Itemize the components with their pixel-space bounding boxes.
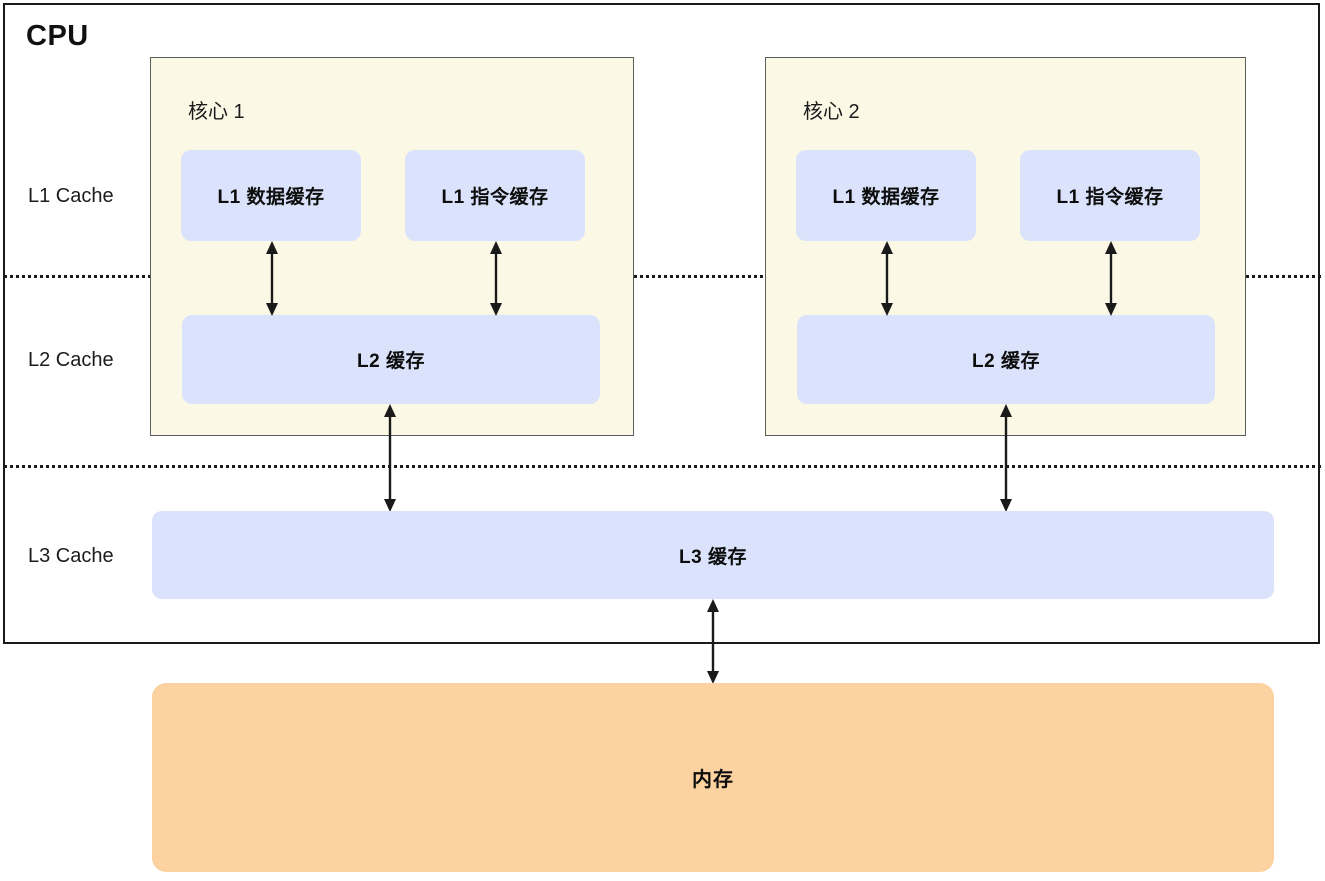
memory-block[interactable]: 内存: [152, 683, 1274, 872]
l3-cache-label: L3 缓存: [679, 546, 747, 568]
l2-l3-divider: [4, 465, 1321, 468]
core-1-l1-data-cache-label: L1 数据缓存: [217, 187, 325, 208]
tier-label-l3: L3 Cache: [28, 545, 114, 567]
core-2-l1-data-cache-label: L1 数据缓存: [832, 187, 940, 208]
tier-label-l2: L2 Cache: [28, 349, 114, 371]
core-1-label: 核心 1: [188, 101, 245, 123]
core-1-l1i-l2-arrow: [486, 241, 506, 316]
core-1-l1d-l2-arrow: [262, 241, 282, 316]
core-1-l1-instruction-cache[interactable]: L1 指令缓存: [405, 150, 585, 241]
tier-label-l1: L1 Cache: [28, 185, 114, 207]
l3-cache[interactable]: L3 缓存: [152, 511, 1274, 599]
cpu-container: [3, 3, 1320, 644]
core-1-l1-data-cache[interactable]: L1 数据缓存: [181, 150, 361, 241]
core-2-l2-cache[interactable]: L2 缓存: [797, 315, 1215, 404]
l3-memory-arrow: [703, 599, 723, 684]
cpu-title: CPU: [26, 20, 89, 52]
core-2-l1-instruction-cache[interactable]: L1 指令缓存: [1020, 150, 1200, 241]
core-2-l1-instruction-cache-label: L1 指令缓存: [1056, 187, 1164, 208]
core-2-l1-data-cache[interactable]: L1 数据缓存: [796, 150, 976, 241]
core-2-l2-l3-arrow: [996, 404, 1016, 512]
core-1-l2-l3-arrow: [380, 404, 400, 512]
core-2-l1i-l2-arrow: [1101, 241, 1121, 316]
l1-l2-divider: [4, 275, 1321, 278]
core-1-l2-cache-label: L2 缓存: [357, 351, 425, 372]
core-1-l2-cache[interactable]: L2 缓存: [182, 315, 600, 404]
core-2-l2-cache-label: L2 缓存: [972, 351, 1040, 372]
core-2-label: 核心 2: [803, 101, 860, 123]
core-1-l1-instruction-cache-label: L1 指令缓存: [441, 187, 549, 208]
core-2-l1d-l2-arrow: [877, 241, 897, 316]
memory-label: 内存: [692, 769, 734, 791]
